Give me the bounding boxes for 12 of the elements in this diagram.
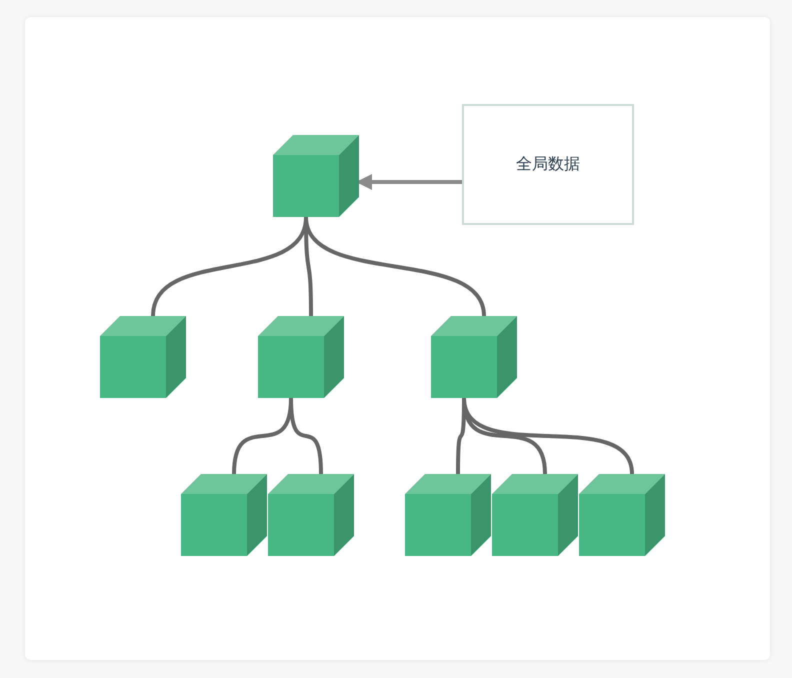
cube	[181, 474, 267, 556]
cube	[579, 474, 665, 556]
connector-line	[462, 396, 634, 476]
cube	[405, 474, 491, 556]
cube	[268, 474, 354, 556]
cube	[492, 474, 578, 556]
cube	[431, 316, 517, 398]
connector-line	[289, 396, 323, 476]
cube	[273, 135, 359, 217]
cube	[258, 316, 344, 398]
text-box: 全局数据	[462, 104, 634, 225]
cube	[100, 316, 186, 398]
